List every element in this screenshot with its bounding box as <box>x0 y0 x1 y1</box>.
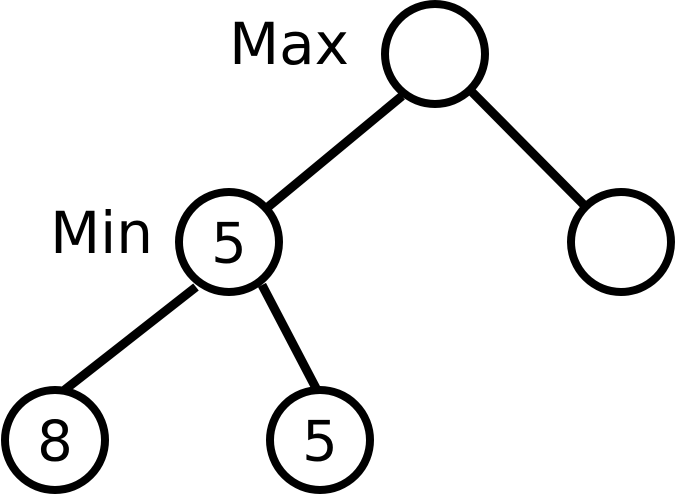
edge-left-leftleft <box>59 283 199 396</box>
tree-node-left-right: 5 <box>266 386 374 494</box>
node-value: 5 <box>211 212 247 277</box>
min-level-label: Min <box>50 199 153 267</box>
tree-node-left: 5 <box>175 188 283 296</box>
tree-node-left-left: 8 <box>1 386 109 494</box>
node-circle <box>567 188 675 296</box>
node-value: 5 <box>302 410 338 475</box>
node-circle <box>175 188 283 296</box>
max-level-label: Max <box>229 10 349 78</box>
node-circle <box>1 386 109 494</box>
tree-node-root <box>381 0 489 108</box>
tree-node-right <box>567 188 675 296</box>
edge-root-right <box>468 88 589 210</box>
node-circle <box>266 386 374 494</box>
node-circle <box>381 0 489 108</box>
edge-left-leftright <box>258 282 322 395</box>
node-value: 8 <box>37 410 73 475</box>
edge-root-left <box>265 92 405 211</box>
